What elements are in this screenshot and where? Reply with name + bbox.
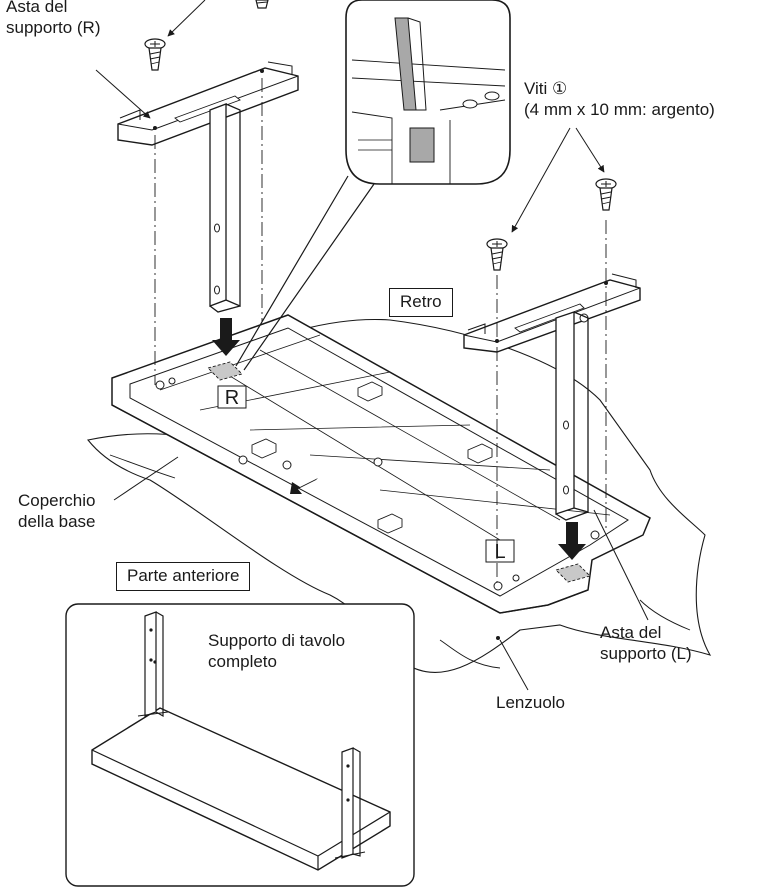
- stand-rod-l: [463, 273, 641, 521]
- detail-inset: [345, 0, 511, 185]
- completed-stand: [91, 611, 391, 871]
- label-back: Retro: [389, 288, 453, 317]
- label-complete-stand: Supporto di tavolo completo: [208, 631, 346, 671]
- screw-icon: [144, 38, 166, 71]
- insert-arrow-l: [558, 522, 586, 560]
- label-front: Parte anteriore: [116, 562, 251, 591]
- label-base-cover: Coperchio della base: [18, 491, 96, 531]
- direction-arrow: [290, 478, 318, 494]
- stand-rod-r: [117, 61, 299, 313]
- screw-icon: [595, 178, 617, 211]
- label-rod-r: Asta del supporto (R): [6, 0, 101, 37]
- base-cover: R L: [111, 314, 651, 614]
- label-rod-l: Asta del supporto (L): [600, 623, 692, 663]
- screw-icon: [486, 238, 508, 271]
- mark-l: L: [494, 541, 505, 563]
- insert-arrow-r: [212, 318, 240, 356]
- label-screws: Viti ① (4 mm x 10 mm: argento): [524, 79, 715, 119]
- mark-r: R: [225, 387, 239, 409]
- label-sheet: Lenzuolo: [496, 693, 566, 712]
- mount-spot-r: [207, 361, 243, 381]
- screw-icon: [255, 0, 269, 9]
- mount-spot-l: [555, 563, 591, 583]
